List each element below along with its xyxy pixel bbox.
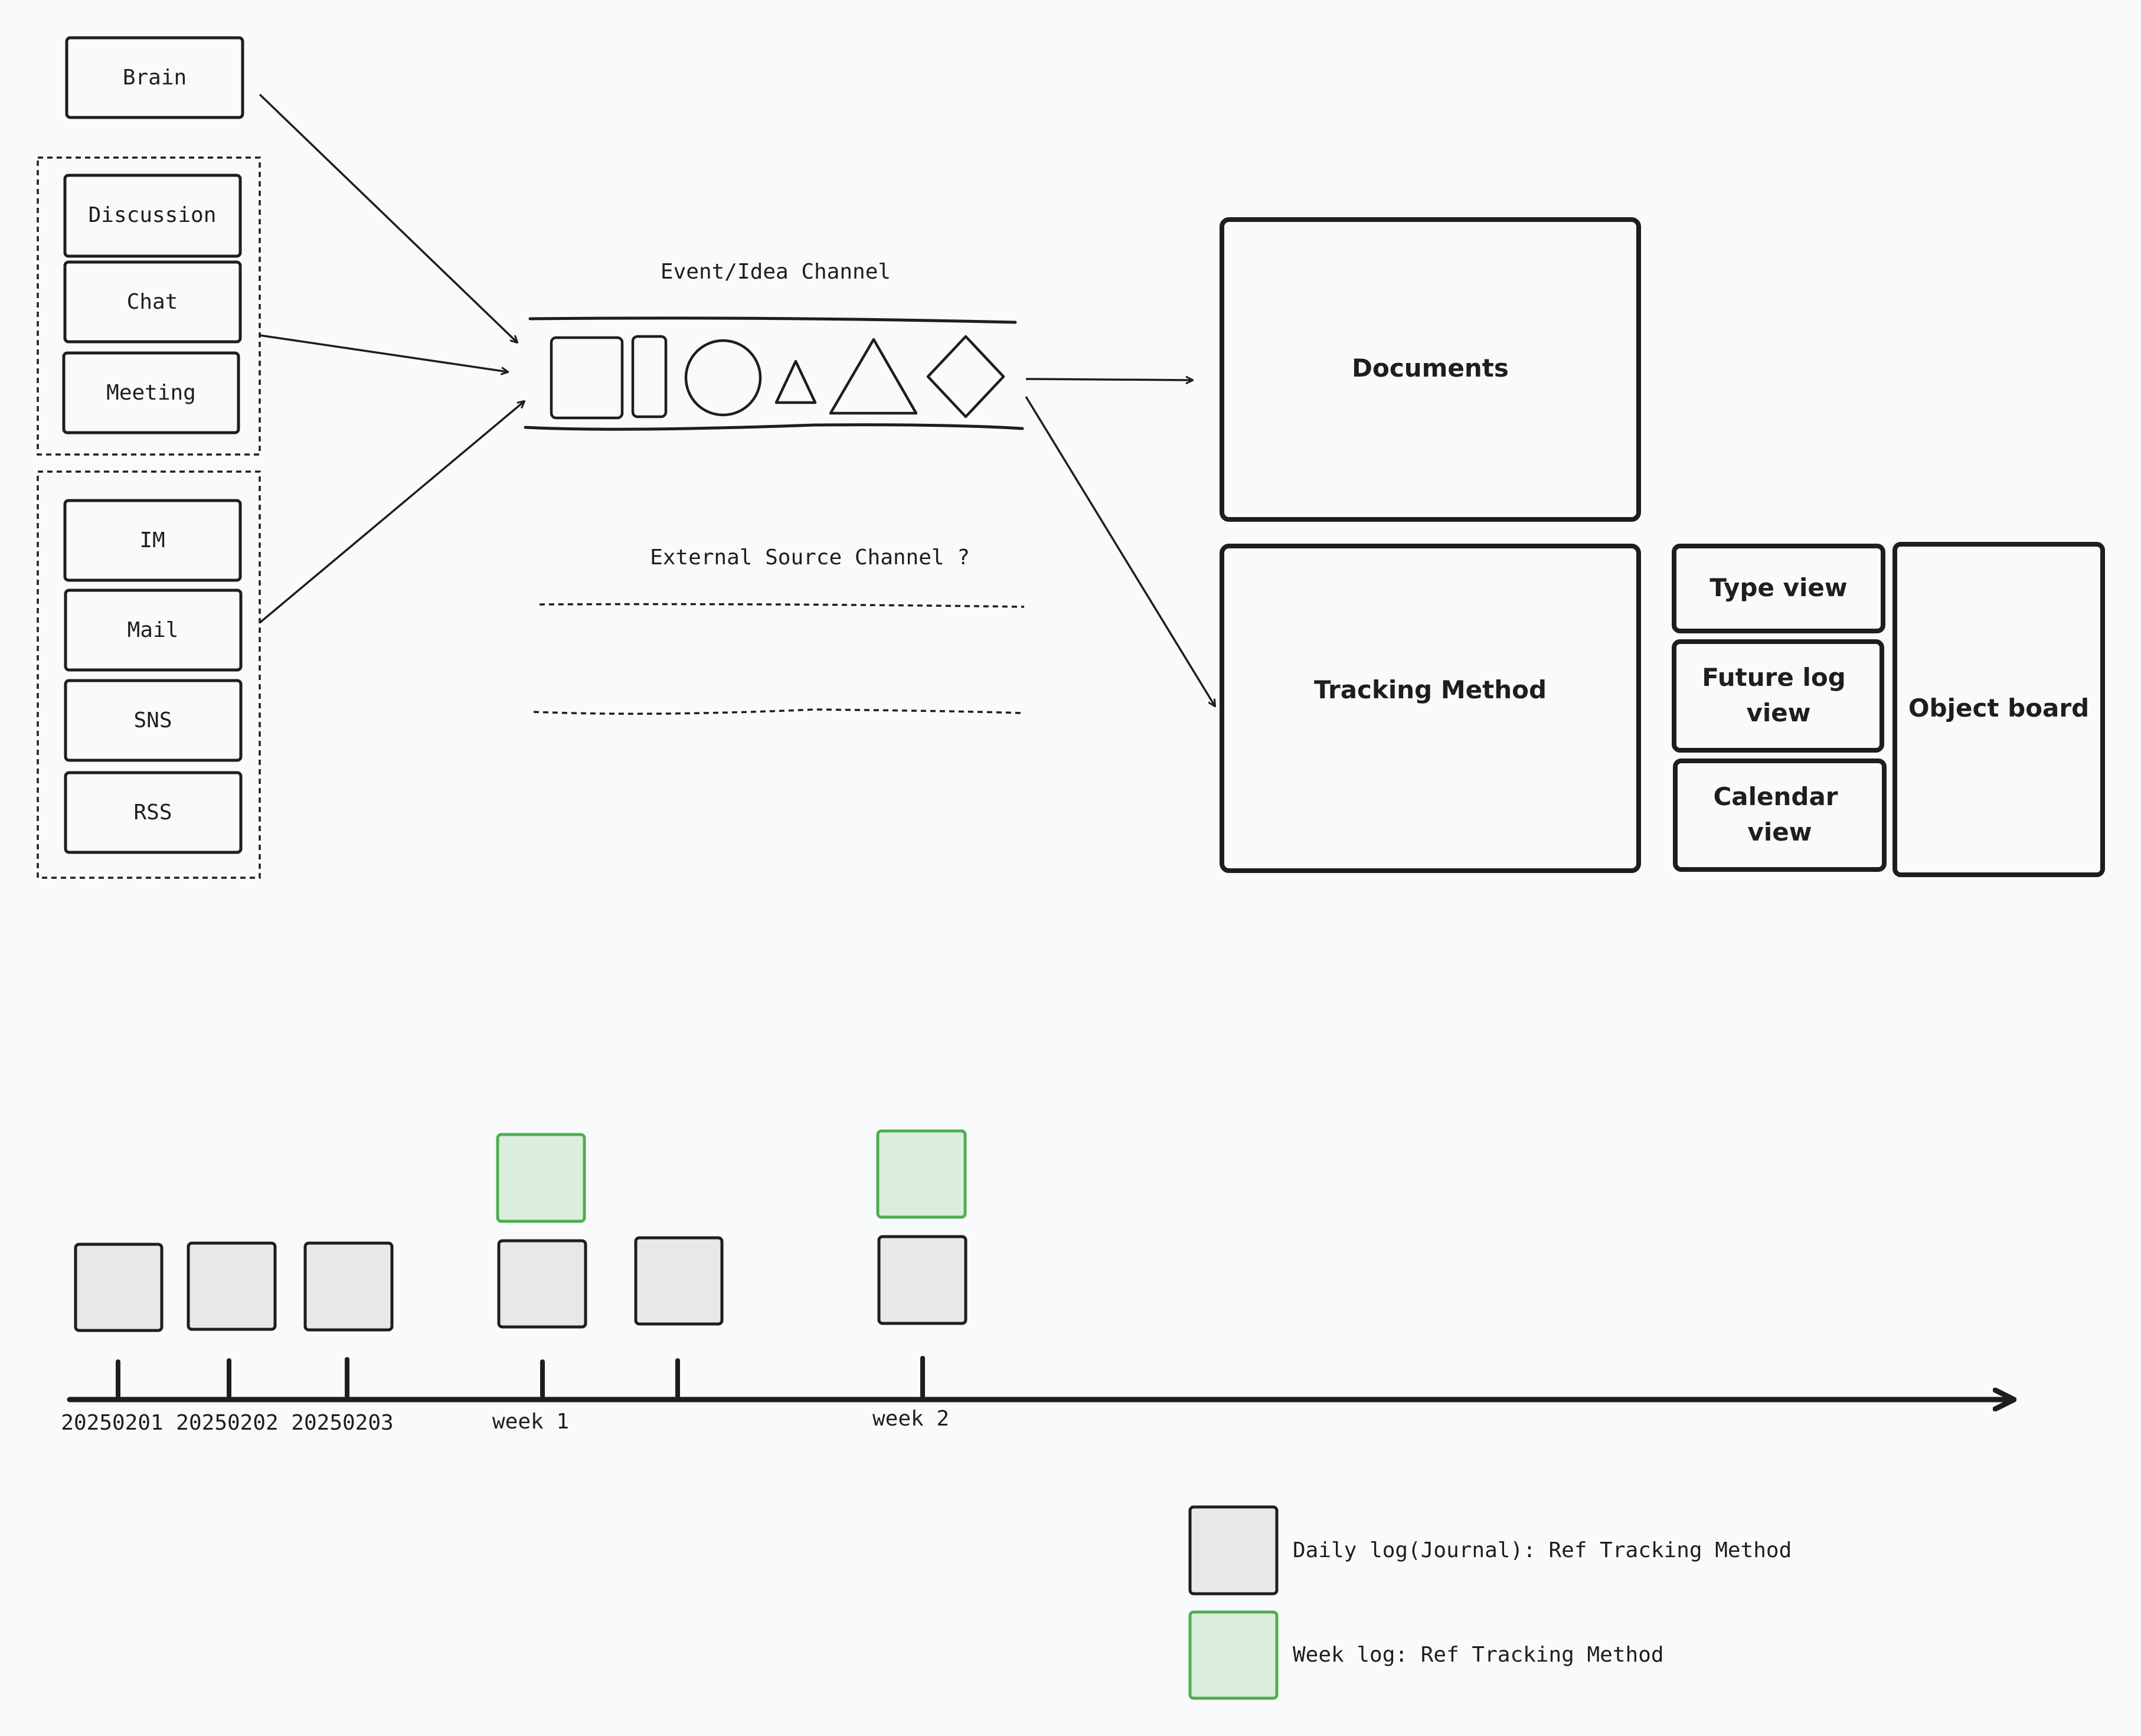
source-mail-label: Mail <box>128 618 179 642</box>
source-sns-label: SNS <box>133 708 172 733</box>
rectangle-shape-icon <box>631 335 668 419</box>
source-sns: SNS <box>64 679 243 762</box>
square-shape-icon <box>550 336 624 420</box>
arrow-channel-to-tracking <box>1025 396 1215 706</box>
external-source-channel <box>533 603 1025 715</box>
source-meeting: Meeting <box>62 351 240 434</box>
future-log-view-label-line2: view <box>1746 698 1810 727</box>
legend: Daily log(Journal): Ref Tracking Method … <box>1188 1505 1792 1700</box>
future-log-view-label-line1: Future log <box>1702 663 1846 692</box>
future-log-view-box: Future log view <box>1672 639 1884 753</box>
timeline-label-20250203: 20250203 <box>291 1411 393 1435</box>
timeline-label-week1: week 1 <box>492 1410 569 1434</box>
daily-log-square <box>634 1236 724 1326</box>
large-triangle-shape-icon <box>829 338 918 415</box>
channel-bottom-edge <box>524 423 1024 431</box>
daily-log-square <box>497 1239 587 1329</box>
documents-label: Documents <box>1352 354 1509 382</box>
external-group-frame <box>37 470 261 879</box>
calendar-view-label-line1: Calendar <box>1713 782 1838 811</box>
timeline-label-week2: week 2 <box>872 1407 949 1431</box>
source-im: IM <box>63 499 242 582</box>
daily-log-square <box>877 1235 967 1325</box>
source-brain: Brain <box>65 36 244 119</box>
source-discussion-label: Discussion <box>89 203 217 227</box>
documents-box: Documents <box>1220 217 1641 522</box>
source-brain-label: Brain <box>123 66 187 90</box>
daily-log-square <box>303 1241 394 1332</box>
source-rss: RSS <box>64 771 243 854</box>
week-log-square <box>876 1129 967 1219</box>
legend-daily-label: Daily log(Journal): Ref Tracking Method <box>1293 1538 1792 1562</box>
tracking-method-label: Tracking Method <box>1314 675 1547 704</box>
calendar-view-box: Calendar view <box>1673 759 1887 872</box>
arrow-external-to-channel <box>259 401 524 624</box>
type-view-label: Type view <box>1709 573 1847 602</box>
external-channel-bottom-edge <box>533 708 1025 715</box>
tracking-method-box: Tracking Method <box>1220 544 1641 873</box>
legend-week-label: Week log: Ref Tracking Method <box>1293 1643 1664 1667</box>
type-view-box: Type view <box>1672 544 1885 633</box>
object-board-box: Object board <box>1892 542 2105 877</box>
source-chat: Chat <box>63 260 242 344</box>
source-meeting-label: Meeting <box>106 381 196 405</box>
diamond-shape-icon <box>926 335 1005 419</box>
circle-shape-icon <box>684 339 762 417</box>
week-log-square <box>496 1133 586 1223</box>
source-im-label: IM <box>139 528 165 552</box>
external-channel-top-edge <box>539 603 1025 608</box>
event-idea-channel-label: Event/Idea Channel <box>661 260 891 284</box>
source-discussion: Discussion <box>63 174 242 258</box>
timeline-label-20250201: 20250201 <box>61 1411 163 1435</box>
object-board-label: Object board <box>1908 694 2089 722</box>
daily-log-square <box>187 1241 277 1331</box>
source-chat-label: Chat <box>127 290 178 314</box>
arrow-conversation-to-channel <box>259 334 508 372</box>
calendar-view-label-line2: view <box>1747 818 1812 846</box>
timeline: 20250201 20250202 20250203 week 1 week 2 <box>61 1129 2013 1435</box>
timeline-label-20250202: 20250202 <box>176 1411 278 1435</box>
channel-top-edge <box>528 316 1017 324</box>
source-rss-label: RSS <box>133 800 172 825</box>
small-triangle-shape-icon <box>774 359 817 404</box>
arrow-channel-to-documents <box>1025 379 1192 380</box>
source-mail: Mail <box>64 589 243 672</box>
event-idea-channel <box>524 316 1024 431</box>
legend-week-swatch <box>1188 1610 1279 1700</box>
conversation-group-frame <box>37 156 261 456</box>
external-source-channel-label: External Source Channel ? <box>650 545 970 570</box>
arrow-brain-to-channel <box>259 93 517 342</box>
daily-log-square <box>74 1243 164 1332</box>
legend-daily-swatch <box>1188 1505 1279 1596</box>
